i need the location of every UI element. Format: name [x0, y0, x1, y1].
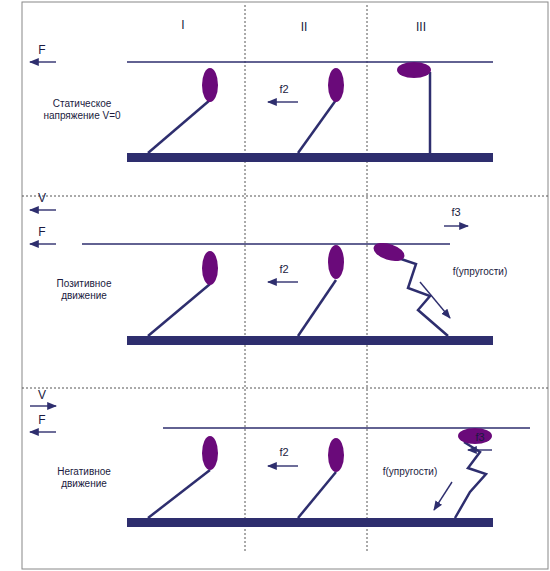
force-label: f2 — [279, 446, 288, 459]
velocity-label: V — [38, 388, 46, 402]
force-label: f2 — [279, 263, 288, 276]
panel-title: Позитивное движение — [42, 278, 126, 302]
force-label: F — [38, 43, 45, 57]
force-label: F — [38, 413, 45, 427]
force-label: f3 — [451, 206, 460, 219]
panel-title: Негативное движение — [42, 466, 126, 490]
force-label: f(упругости) — [383, 466, 437, 478]
column-number: II — [301, 20, 308, 34]
force-label: f(упругости) — [453, 266, 507, 278]
force-label: f3 — [475, 431, 484, 444]
force-label: F — [38, 225, 45, 239]
panel-title: Статическое напряжение V=0 — [40, 98, 124, 122]
column-number: III — [416, 20, 426, 34]
force-label: f2 — [279, 83, 288, 96]
velocity-label: V — [38, 191, 46, 205]
column-number: I — [181, 18, 184, 32]
